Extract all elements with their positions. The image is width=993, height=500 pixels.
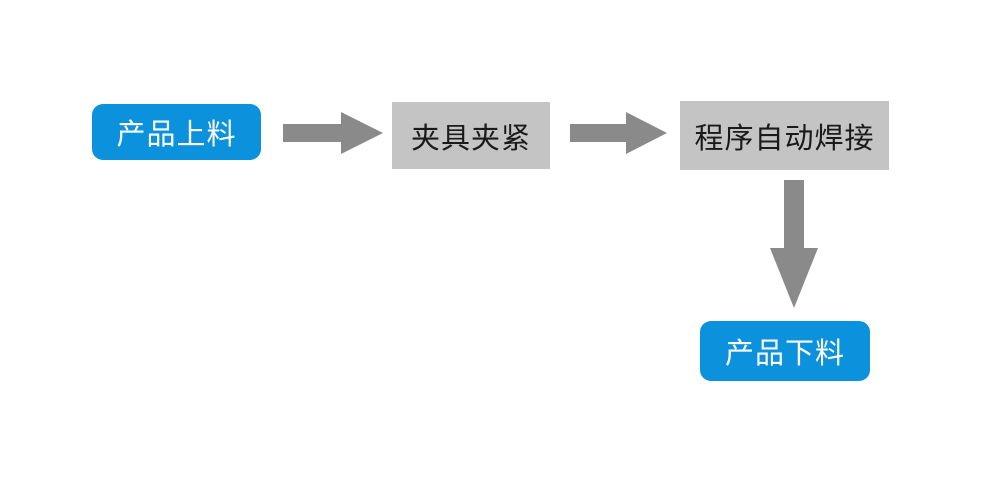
arrow-right-shape: [283, 112, 383, 154]
flow-node-product-loading[interactable]: 产品上料: [92, 104, 261, 160]
flow-node-auto-welding[interactable]: 程序自动焊接: [680, 101, 889, 170]
arrow-right-shape: [570, 112, 667, 154]
flow-node-fixture-clamping[interactable]: 夹具夹紧: [392, 102, 550, 169]
arrow-down-shape: [770, 180, 818, 308]
arrow-down-icon-welding-to-unloading: [768, 180, 820, 308]
arrow-right-icon-loading-to-clamping: [283, 110, 383, 156]
flow-node-product-unloading[interactable]: 产品下料: [700, 321, 870, 381]
flow-node-label: 产品下料: [724, 336, 845, 370]
arrow-right-icon-clamping-to-welding: [570, 110, 667, 156]
flow-node-label: 夹具夹紧: [410, 120, 531, 155]
flow-node-label: 程序自动焊接: [694, 120, 875, 155]
flow-node-label: 产品上料: [116, 117, 237, 151]
